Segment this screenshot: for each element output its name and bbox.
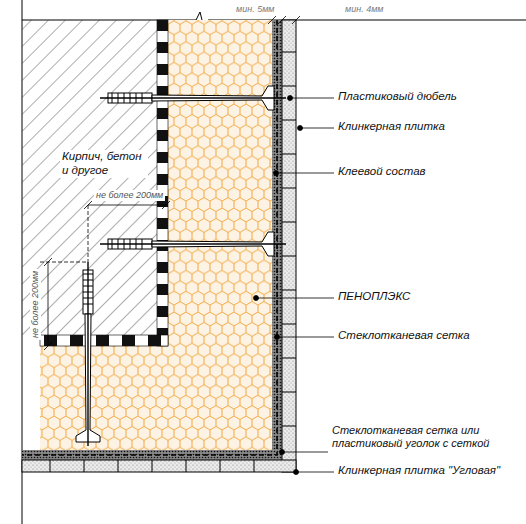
- part-label: Клинкерная плитка: [338, 120, 445, 134]
- part-label: ПЕНОПЛЭКС: [338, 290, 410, 304]
- material-label: Кирпич, бетон и другое: [60, 150, 148, 178]
- part-label: Клеевой состав: [338, 165, 426, 179]
- dimension-label: не более 200мм: [30, 269, 41, 340]
- part-label: Пластиковый дюбель: [338, 90, 457, 104]
- dimension-label: мин. 5мм: [236, 4, 274, 15]
- dimension-label: не более 200мм: [94, 190, 165, 201]
- part-label: Стеклотканевая сетка: [338, 329, 470, 343]
- part-label: Клинкерная плитка "Угловая": [338, 464, 500, 478]
- dimension-label: мин. 4мм: [345, 4, 383, 15]
- part-label: Стеклотканевая сетка или пластиковый уго…: [332, 424, 522, 450]
